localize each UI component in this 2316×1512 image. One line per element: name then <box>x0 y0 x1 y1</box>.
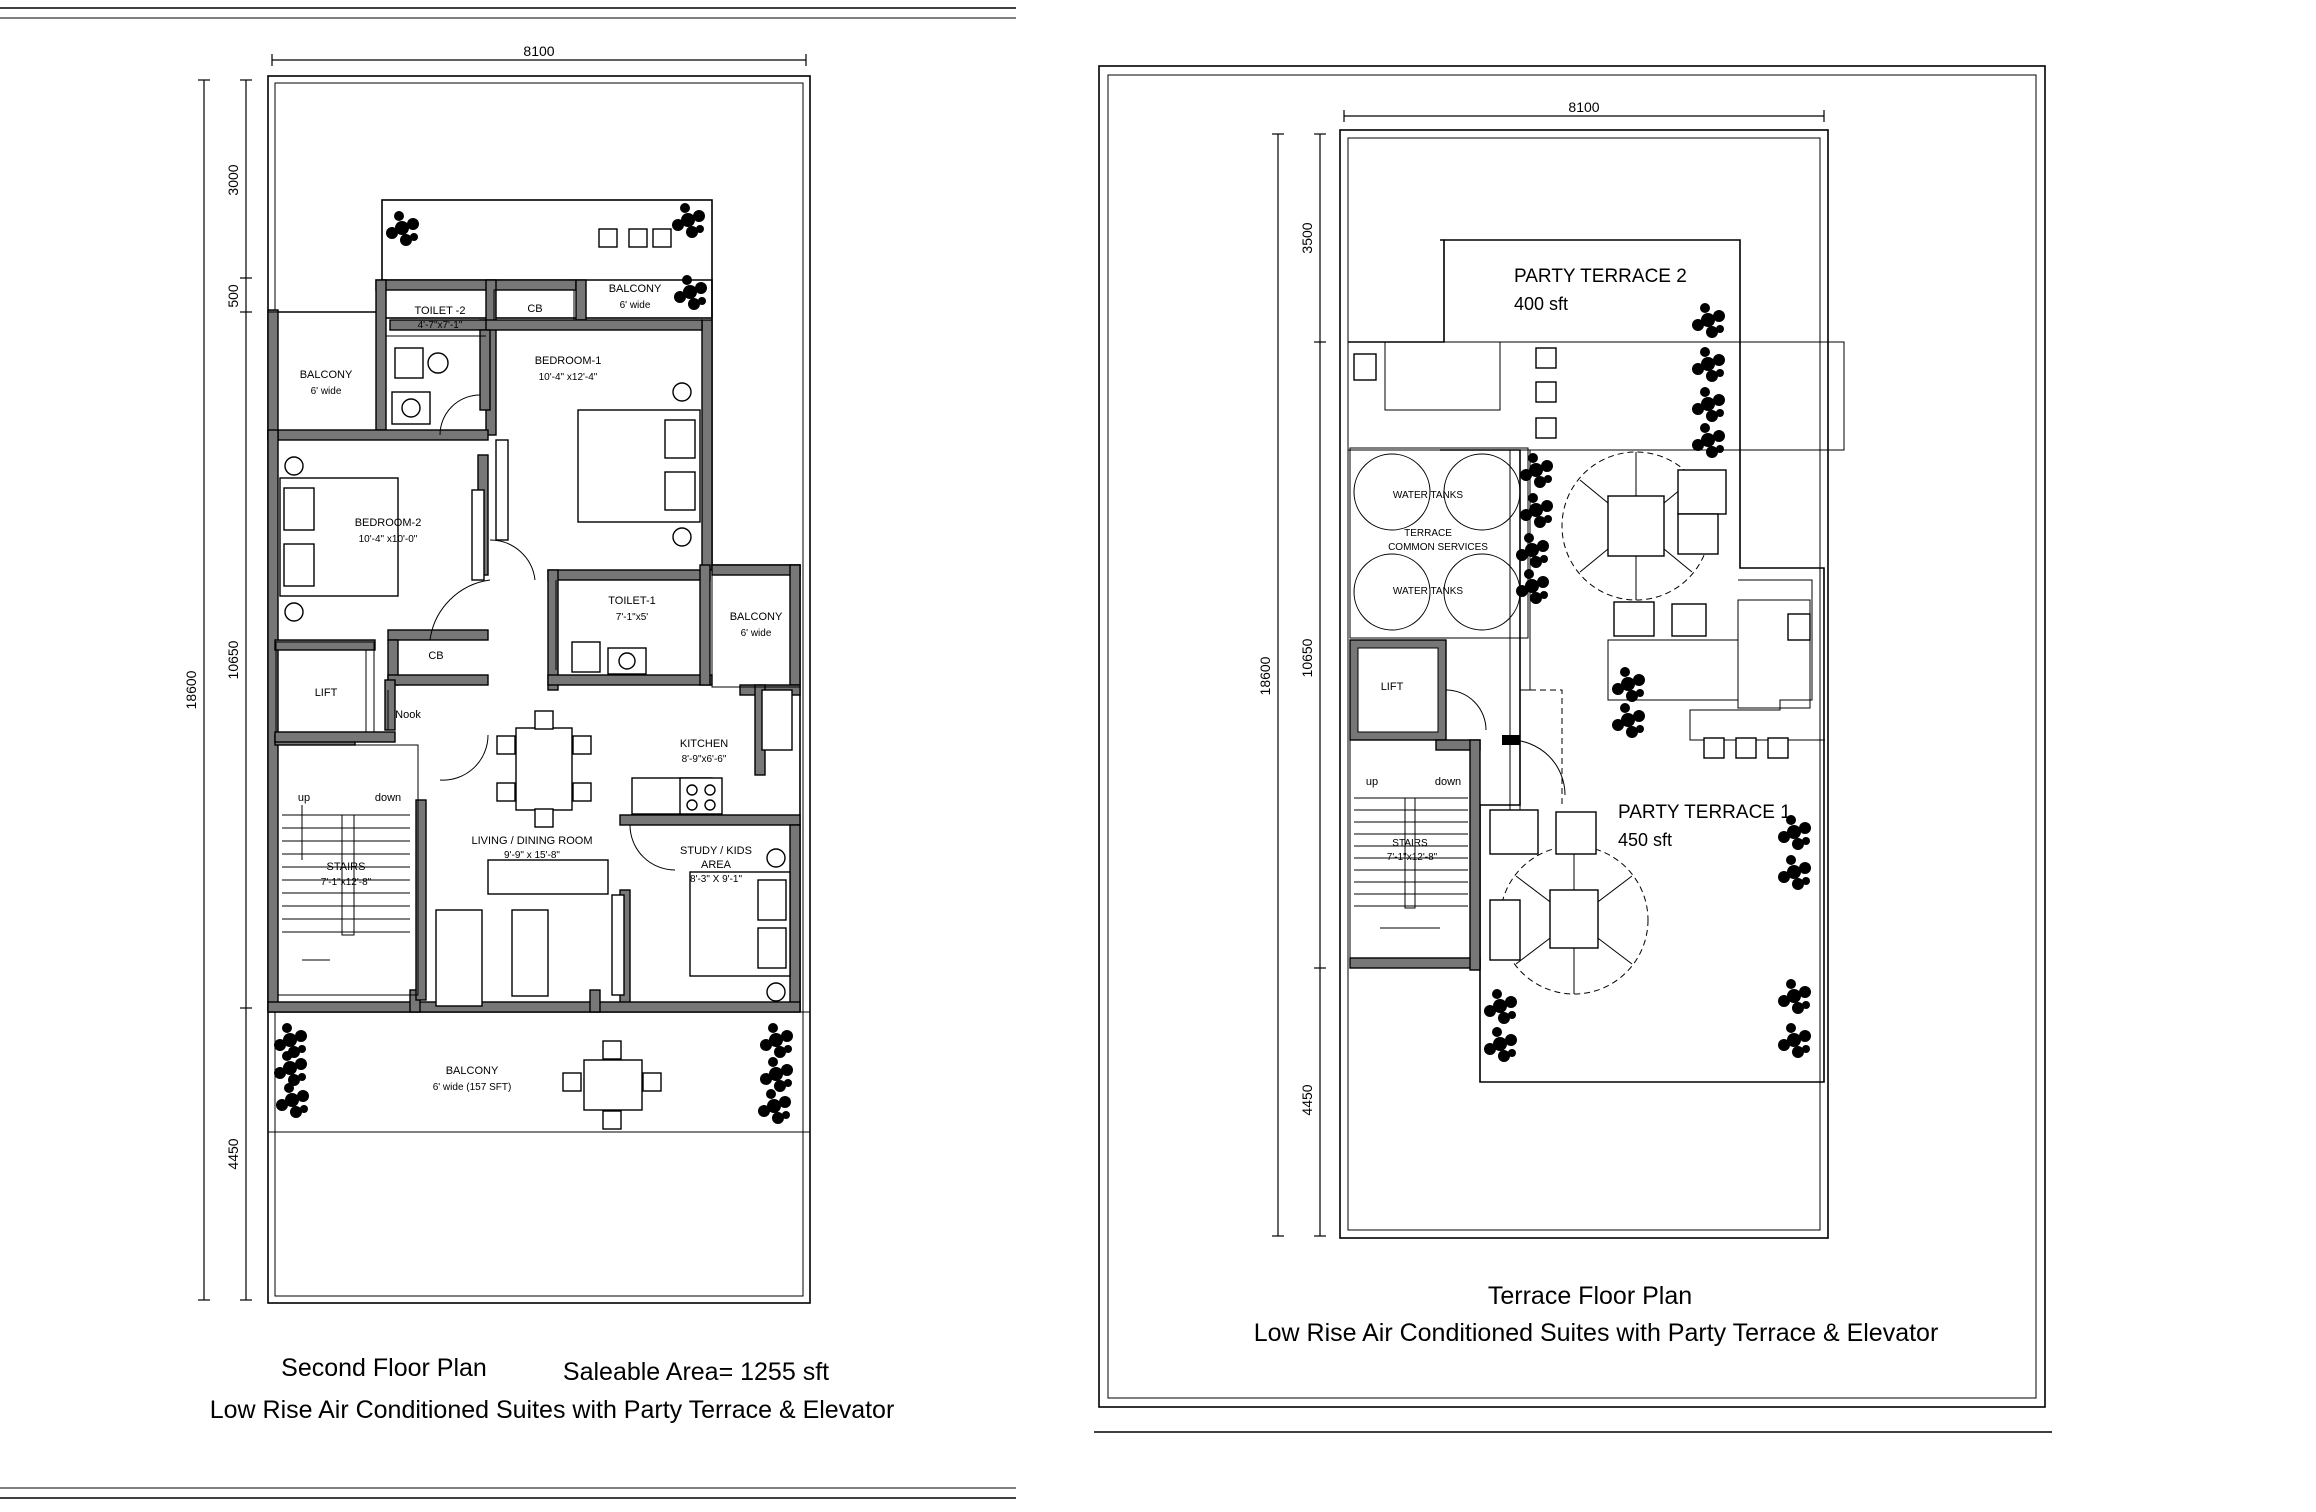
svg-text:4450: 4450 <box>1299 1084 1315 1115</box>
label-down: down <box>375 792 401 804</box>
svg-text:500: 500 <box>225 284 241 308</box>
label-kitchen: KITCHEN <box>680 738 728 750</box>
balcony-top <box>381 199 713 319</box>
umbrella-table-upper <box>1561 451 1727 637</box>
svg-text:6' wide: 6' wide <box>620 300 651 311</box>
label-living-dining: LIVING / DINING ROOM <box>471 835 592 847</box>
svg-text:8'-9"x6'-6": 8'-9"x6'-6" <box>682 754 727 765</box>
svg-text:8'-3" X 9'-1": 8'-3" X 9'-1" <box>690 874 743 885</box>
label-party-terrace-2-area: 400 sft <box>1514 294 1568 314</box>
label-balcony-top: BALCONY <box>609 283 662 295</box>
label-nook: Nook <box>395 709 421 721</box>
dimension-height: 18600 3000 500 10650 4450 <box>183 79 252 1301</box>
svg-text:18600: 18600 <box>1257 656 1273 695</box>
svg-text:COMMON SERVICES: COMMON SERVICES <box>1388 542 1488 553</box>
dining-table <box>515 727 573 811</box>
svg-text:6' wide: 6' wide <box>311 386 342 397</box>
svg-text:9'-9" x 15'-8": 9'-9" x 15'-8" <box>504 850 560 861</box>
label-terrace-down: down <box>1435 776 1461 788</box>
label-cb-middle: CB <box>428 650 443 662</box>
caption-saleable-area: Saleable Area= 1255 sft <box>563 1358 829 1386</box>
label-toilet2: TOILET -2 <box>415 305 466 317</box>
left-sheet-frame <box>0 7 1016 1499</box>
svg-text:10'-4" x12'-4": 10'-4" x12'-4" <box>539 372 598 383</box>
label-up: up <box>298 792 310 804</box>
umbrella-table-lower <box>1489 809 1649 995</box>
svg-text:18600: 18600 <box>183 670 199 709</box>
svg-text:6' wide: 6' wide <box>741 628 772 639</box>
label-bedroom1: BEDROOM-1 <box>535 355 602 367</box>
svg-text:3000: 3000 <box>225 164 241 195</box>
terrace-dimension-height: 18600 3500 10650 4450 <box>1257 133 1326 1237</box>
svg-text:6' wide (157 SFT): 6' wide (157 SFT) <box>433 1082 512 1093</box>
label-balcony-right: BALCONY <box>730 611 783 623</box>
label-water-tanks-1: WATER TANKS <box>1393 490 1464 501</box>
label-terrace-stairs: STAIRS <box>1392 838 1428 849</box>
svg-text:7'-1"x12'-8": 7'-1"x12'-8" <box>1387 852 1438 863</box>
caption-second-floor-subtitle: Low Rise Air Conditioned Suites with Par… <box>210 1396 895 1424</box>
terrace-floor-plan: 8100 18600 3500 10650 4450 <box>1254 99 1939 1347</box>
svg-text:10650: 10650 <box>225 640 241 679</box>
label-terrace-services: TERRACE <box>1404 528 1452 539</box>
svg-text:4'-7"x7'-1": 4'-7"x7'-1" <box>418 320 463 331</box>
svg-text:3500: 3500 <box>1299 222 1315 253</box>
second-floor-plan: 8100 18600 3000 500 10650 4450 <box>183 43 894 1424</box>
svg-text:8100: 8100 <box>1568 99 1599 115</box>
label-stairs: STAIRS <box>327 861 366 873</box>
label-terrace-lift: LIFT <box>1381 681 1404 693</box>
caption-terrace-subtitle: Low Rise Air Conditioned Suites with Par… <box>1254 1319 1939 1347</box>
label-water-tanks-2: WATER TANKS <box>1393 586 1464 597</box>
svg-text:4450: 4450 <box>225 1138 241 1169</box>
right-sheet-frame <box>1094 65 2052 1433</box>
svg-text:7'-1"x12'-8": 7'-1"x12'-8" <box>321 877 372 888</box>
label-lift: LIFT <box>315 687 338 699</box>
svg-text:7'-1"x5': 7'-1"x5' <box>616 612 648 623</box>
label-terrace-up: up <box>1366 776 1378 788</box>
stairs-terrace <box>1354 797 1468 929</box>
label-party-terrace-1: PARTY TERRACE 1 <box>1618 802 1791 823</box>
terrace-dimension-width: 8100 <box>1343 99 1825 122</box>
label-party-terrace-1-area: 450 sft <box>1618 830 1672 850</box>
svg-text:8100: 8100 <box>523 43 554 59</box>
label-toilet1: TOILET-1 <box>608 595 655 607</box>
label-cb-top: CB <box>527 303 542 315</box>
label-study: STUDY / KIDS <box>680 845 752 857</box>
terrace-plot-boundary <box>1339 129 1829 1239</box>
plot-boundary <box>267 75 811 1304</box>
dimension-width: 8100 <box>271 43 807 66</box>
caption-terrace-title: Terrace Floor Plan <box>1488 1282 1692 1310</box>
svg-text:AREA: AREA <box>701 859 732 871</box>
label-party-terrace-2: PARTY TERRACE 2 <box>1514 266 1687 287</box>
label-balcony-left: BALCONY <box>300 369 353 381</box>
stairs-second-floor <box>282 805 410 961</box>
label-balcony-bottom: BALCONY <box>446 1065 499 1077</box>
label-bedroom2: BEDROOM-2 <box>355 517 422 529</box>
caption-second-floor-title: Second Floor Plan <box>281 1354 487 1382</box>
svg-text:10'-4" x10'-0": 10'-4" x10'-0" <box>359 534 418 545</box>
svg-text:10650: 10650 <box>1299 638 1315 677</box>
